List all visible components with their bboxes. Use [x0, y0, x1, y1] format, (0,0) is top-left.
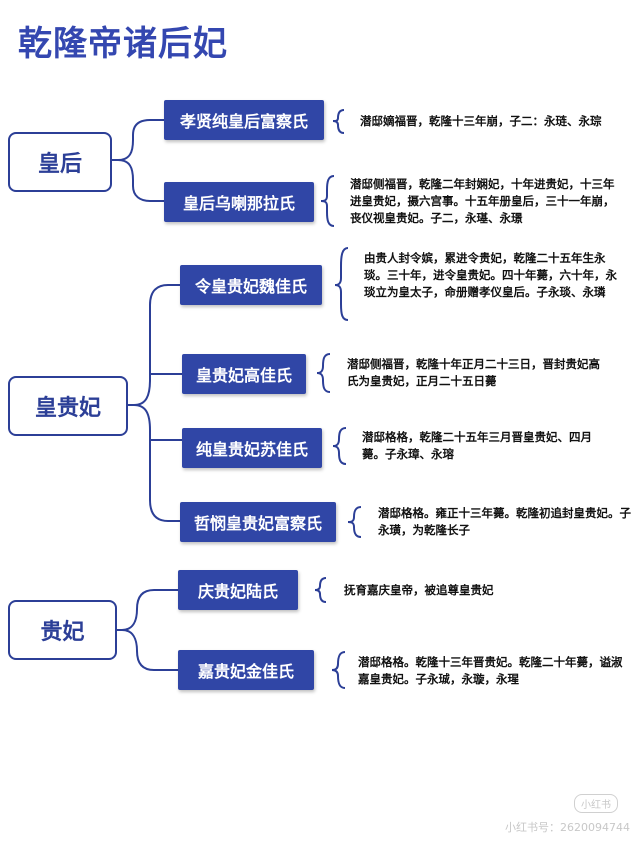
- consort-desc-xiaoxian: 潜邸嫡福晋，乾隆十三年崩，子二：永琏、永琮: [360, 114, 602, 128]
- consort-name-xiaoxian: 孝贤纯皇后富察氏: [164, 100, 324, 140]
- consort-desc-zhemin: 潜邸格格。雍正十三年薨。乾隆初追封皇贵妃。子永璜，为乾隆长子: [378, 506, 631, 537]
- category-empress: 皇后: [8, 132, 112, 192]
- consort-desc-qing: 抚育嘉庆皇帝，被追尊皇贵妃: [344, 583, 494, 597]
- consort-desc-jia: 潜邸格格。乾隆十三年晋贵妃。乾隆二十年薨，谥淑嘉皇贵妃。子永珹，永璇，永瑆: [358, 655, 623, 686]
- consort-desc-gao: 潜邸侧福晋，乾隆十年正月二十三日，晋封贵妃高氏为皇贵妃，正月二十五日薨: [347, 357, 600, 388]
- consort-name-jia: 嘉贵妃金佳氏: [178, 650, 314, 690]
- watermark-id: 小红书号：2620094744: [505, 821, 630, 834]
- page-title: 乾隆帝诸后妃: [18, 24, 228, 64]
- category-imperial-noble-consort: 皇贵妃: [8, 376, 128, 436]
- consort-name-qing: 庆贵妃陆氏: [178, 570, 298, 610]
- watermark-logo: 小红书: [574, 794, 618, 813]
- consort-desc-ling: 由贵人封令嫔，累进令贵妃，乾隆二十五年生永琰。三十年，进令皇贵妃。四十年薨，六十…: [364, 251, 617, 299]
- category-noble-consort: 贵妃: [8, 600, 117, 660]
- consort-desc-chun: 潜邸格格，乾隆二十五年三月晋皇贵妃、四月薨。子永璋、永瑢: [362, 430, 592, 461]
- consort-name-ling: 令皇贵妃魏佳氏: [180, 265, 322, 305]
- consort-name-chun: 纯皇贵妃苏佳氏: [182, 428, 322, 468]
- consort-name-gao: 皇贵妃高佳氏: [182, 354, 306, 394]
- consort-name-ulanara: 皇后乌喇那拉氏: [164, 182, 314, 222]
- consort-desc-ulanara: 潜邸侧福晋，乾隆二年封娴妃，十年进贵妃，十三年进皇贵妃，摄六宫事。十五年册皇后，…: [350, 177, 615, 225]
- consort-name-zhemin: 哲悯皇贵妃富察氏: [180, 502, 336, 542]
